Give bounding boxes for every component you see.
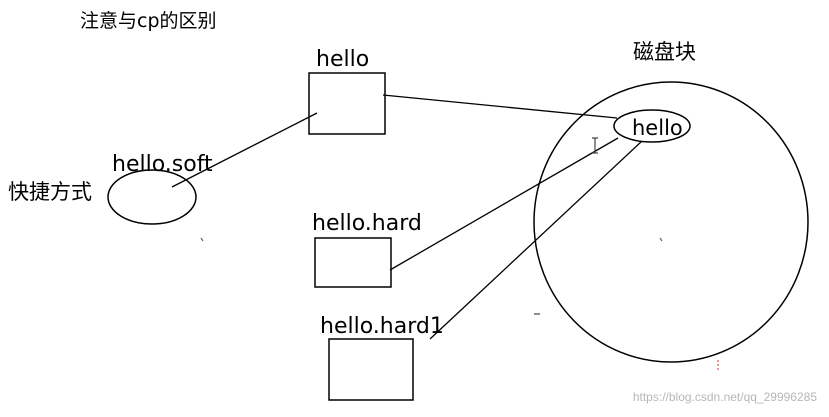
soft-link-ellipse	[107, 169, 197, 225]
hello-to-disk-line	[382, 94, 618, 119]
disk-block-label: 磁盘块	[633, 40, 696, 64]
watermark: https://blog.csdn.net/qq_29996285	[632, 390, 817, 404]
hello-label: hello	[316, 47, 370, 72]
disk-file-label: hello	[632, 116, 683, 140]
disk-block-circle	[533, 81, 809, 363]
hard-to-disk-line	[389, 137, 619, 271]
diagram-title: 注意与cp的区别	[80, 10, 217, 32]
stray-mark-3	[659, 237, 663, 242]
shortcut-label: 快捷方式	[8, 180, 92, 204]
hard1-to-disk-line	[429, 140, 643, 340]
hello-hard-box	[314, 237, 392, 288]
stray-mark-2	[200, 237, 204, 242]
hello-hard-label: hello.hard	[312, 211, 422, 236]
text-cursor-icon	[592, 137, 598, 154]
hello-hard1-label: hello.hard1	[320, 314, 444, 339]
hello-hard1-box	[328, 338, 414, 401]
hello-soft-label: hello.soft	[112, 152, 213, 177]
hello-box	[308, 72, 386, 135]
disk-file-ellipse	[613, 109, 691, 143]
soft-to-hello-line	[171, 112, 318, 188]
